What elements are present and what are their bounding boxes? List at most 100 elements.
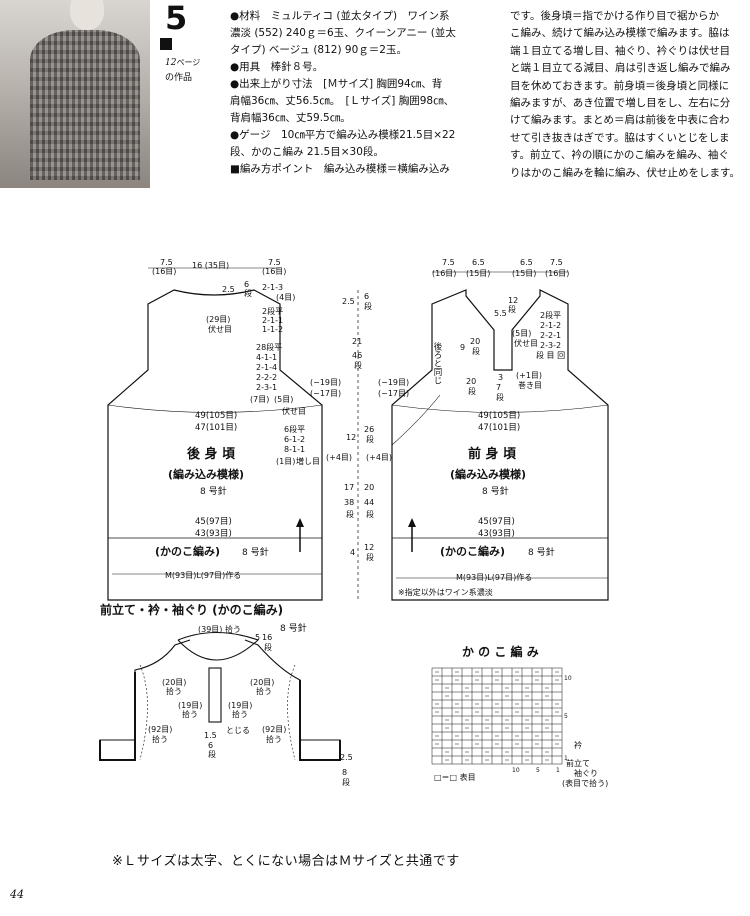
back-neck-step: 1-1-2 <box>262 325 283 334</box>
back-rib-label: (かのこ編み) <box>155 544 220 558</box>
front-color-note: ※指定以外はワイン系濃淡 <box>398 587 493 597</box>
back-count-bottom-1: 45(97目) <box>195 517 232 527</box>
front-neck-step: 2-2-1 <box>540 331 561 340</box>
kanoko-row-num: 5 <box>564 713 568 720</box>
back-shoulder-step: 2-1-4 <box>256 363 277 372</box>
instruction-line: せて引き抜きはぎです。脇はすくいとじをしま <box>510 131 730 144</box>
back-neck-bind-count: (29目) <box>206 315 230 324</box>
ref-page-number: 12 <box>165 58 177 68</box>
front-side-left-1: (−19目) <box>378 378 409 387</box>
front-top-dim: 7.5 <box>550 258 563 267</box>
kanoko-legend: □＝□ 表目 <box>434 772 476 782</box>
front-curve-left <box>391 394 441 446</box>
kanoko-col-num: 10 <box>512 767 520 774</box>
finishing-placket-h: 6 <box>208 741 213 750</box>
vdim: 44 <box>364 498 374 507</box>
instruction-line: 端１目立てる増し目、袖ぐり、衿ぐりは伏せ目 <box>510 44 731 57</box>
kanoko-col-num: 5 <box>536 767 540 774</box>
front-top-dim: (15目) <box>466 269 490 278</box>
materials-line: ●材料 ミュルティコ (並太タイプ) ワイン系 <box>230 10 450 22</box>
kanoko-row-num: 10 <box>564 675 572 682</box>
back-shoulder-step: 28段平 <box>256 342 282 352</box>
front-neck-step: 2-3-2 <box>540 341 561 350</box>
back-shoulder-step: 4-1-1 <box>256 353 277 362</box>
back-cast-on: M(93目)L(97目)作る <box>165 570 241 580</box>
back-shoulder-left-cm: 7.5 <box>160 258 173 267</box>
finishing-placket-h: 段 <box>208 749 216 759</box>
front-needle: 8 号針 <box>482 485 509 497</box>
finishing-collar-h: 5 <box>255 633 260 642</box>
vdim: 21 <box>352 337 362 346</box>
vdim: 20 <box>364 483 374 492</box>
finishing-arm-h: 8 <box>342 768 347 777</box>
kanoko-note: 衿 <box>574 740 582 750</box>
instruction-line: こ編み、続けて編み込み模様で編みます。脇は <box>510 27 730 40</box>
vdim: 段 <box>366 552 374 562</box>
finishing-left-pick: (20目) <box>162 678 186 687</box>
finishing-right-pick: (20目) <box>250 678 274 687</box>
front-top-dim: 6.5 <box>520 258 533 267</box>
vdim: 38 <box>344 498 354 507</box>
page-reference-2: の作品 <box>165 73 193 83</box>
front-neck-dim: (5目) <box>512 329 531 338</box>
front-subtitle: (編み込み模様) <box>450 467 526 481</box>
vdim: 2.5 <box>342 297 355 306</box>
back-body-outline <box>107 289 323 601</box>
back-side-step: (1目) <box>276 457 295 466</box>
materials-line: ●用具 棒針８号。 <box>230 61 324 73</box>
kanoko-row-num: 1 <box>564 755 568 762</box>
front-curve <box>391 404 609 413</box>
finishing-left-pick: 拾う <box>166 686 182 696</box>
vdim: 段 <box>354 360 362 370</box>
back-neck-width: 16 (35目) <box>192 261 229 270</box>
finishing-arm-h: 2.5 <box>340 753 353 762</box>
vdim: 4 <box>350 548 355 557</box>
kanoko-title: か の こ 編 み <box>462 644 539 659</box>
knit-vest-image <box>30 30 140 180</box>
vdim: 46 <box>352 351 362 360</box>
vdim: 17 <box>344 483 354 492</box>
black-square-marker <box>160 38 172 50</box>
vdim: 段 <box>366 434 374 444</box>
back-side-step: 6-1-2 <box>284 435 305 444</box>
instruction-line: です。後身頃＝指でかける作り目で裾からか <box>510 10 719 22</box>
finishing-collar-h: 段 <box>264 642 272 652</box>
front-rib-label: (かのこ編み) <box>440 544 505 558</box>
model-face <box>70 0 104 30</box>
front-placket-dim: 7 <box>496 383 501 392</box>
front-side-left-2: (−17目) <box>378 389 409 398</box>
back-count-top-1: 49(105目) <box>195 411 237 421</box>
materials-line: タイプ) ベージュ (812) 90ｇ＝2玉。 <box>230 44 407 56</box>
front-placket-dim: 3 <box>498 373 503 382</box>
front-count-top-1: 49(105目) <box>478 411 520 421</box>
ref-page-suffix: ページ <box>176 58 201 67</box>
materials-line: 肩幅36㎝、丈56.5㎝。 [Ｌサイズ] 胸囲98㎝、 <box>230 95 455 107</box>
materials-line: ●出来上がり寸法 [Ｍサイズ] 胸囲94㎝、背 <box>230 78 443 90</box>
back-title: 後 身 頃 <box>187 446 236 462</box>
front-cast-on: M(93目)L(97目)作る <box>456 572 532 582</box>
instruction-line: す。前立て、衿の順にかのこ編みを編み、袖ぐ <box>510 149 729 162</box>
back-neck-small-unit: 段 <box>244 288 252 298</box>
instruction-line: と端１目立てる減目、肩は引き返し編みで編み <box>510 62 731 75</box>
kanoko-note: 袖ぐり <box>574 768 598 778</box>
kanoko-grid <box>431 667 563 765</box>
materials-line: ●ゲージ 10㎝平方で編み込み模様21.5目×22 <box>230 129 456 141</box>
back-shoulder-step: 2-3-1 <box>256 383 277 392</box>
finishing-title: 前立て・衿・袖ぐり (かのこ編み) <box>100 602 283 617</box>
page-number: 44 <box>10 888 24 901</box>
instruction-line: けて編みます。まとめ＝肩は前後を中表に合わ <box>510 114 730 127</box>
vdim: 6 <box>364 292 369 301</box>
back-subtitle: (編み込み模様) <box>168 467 244 481</box>
back-needle: 8 号針 <box>200 485 227 497</box>
front-neck-step: 2-1-2 <box>540 321 561 330</box>
vdim: (+4目) <box>366 453 392 462</box>
back-rib-needle: 8 号針 <box>242 546 269 558</box>
finishing-collar-h: 16 <box>262 633 272 642</box>
vdim: 段 <box>346 509 354 519</box>
finishing-placket-h: 1.5 <box>204 731 217 740</box>
back-side-left-1: (−19目) <box>310 378 341 387</box>
front-neck-step: 2段平 <box>540 310 561 320</box>
placket-rect <box>208 667 222 723</box>
materials-block: ●材料 ミュルティコ (並太タイプ) ワイン系 濃淡 (552) 240ｇ＝6玉… <box>230 8 478 178</box>
